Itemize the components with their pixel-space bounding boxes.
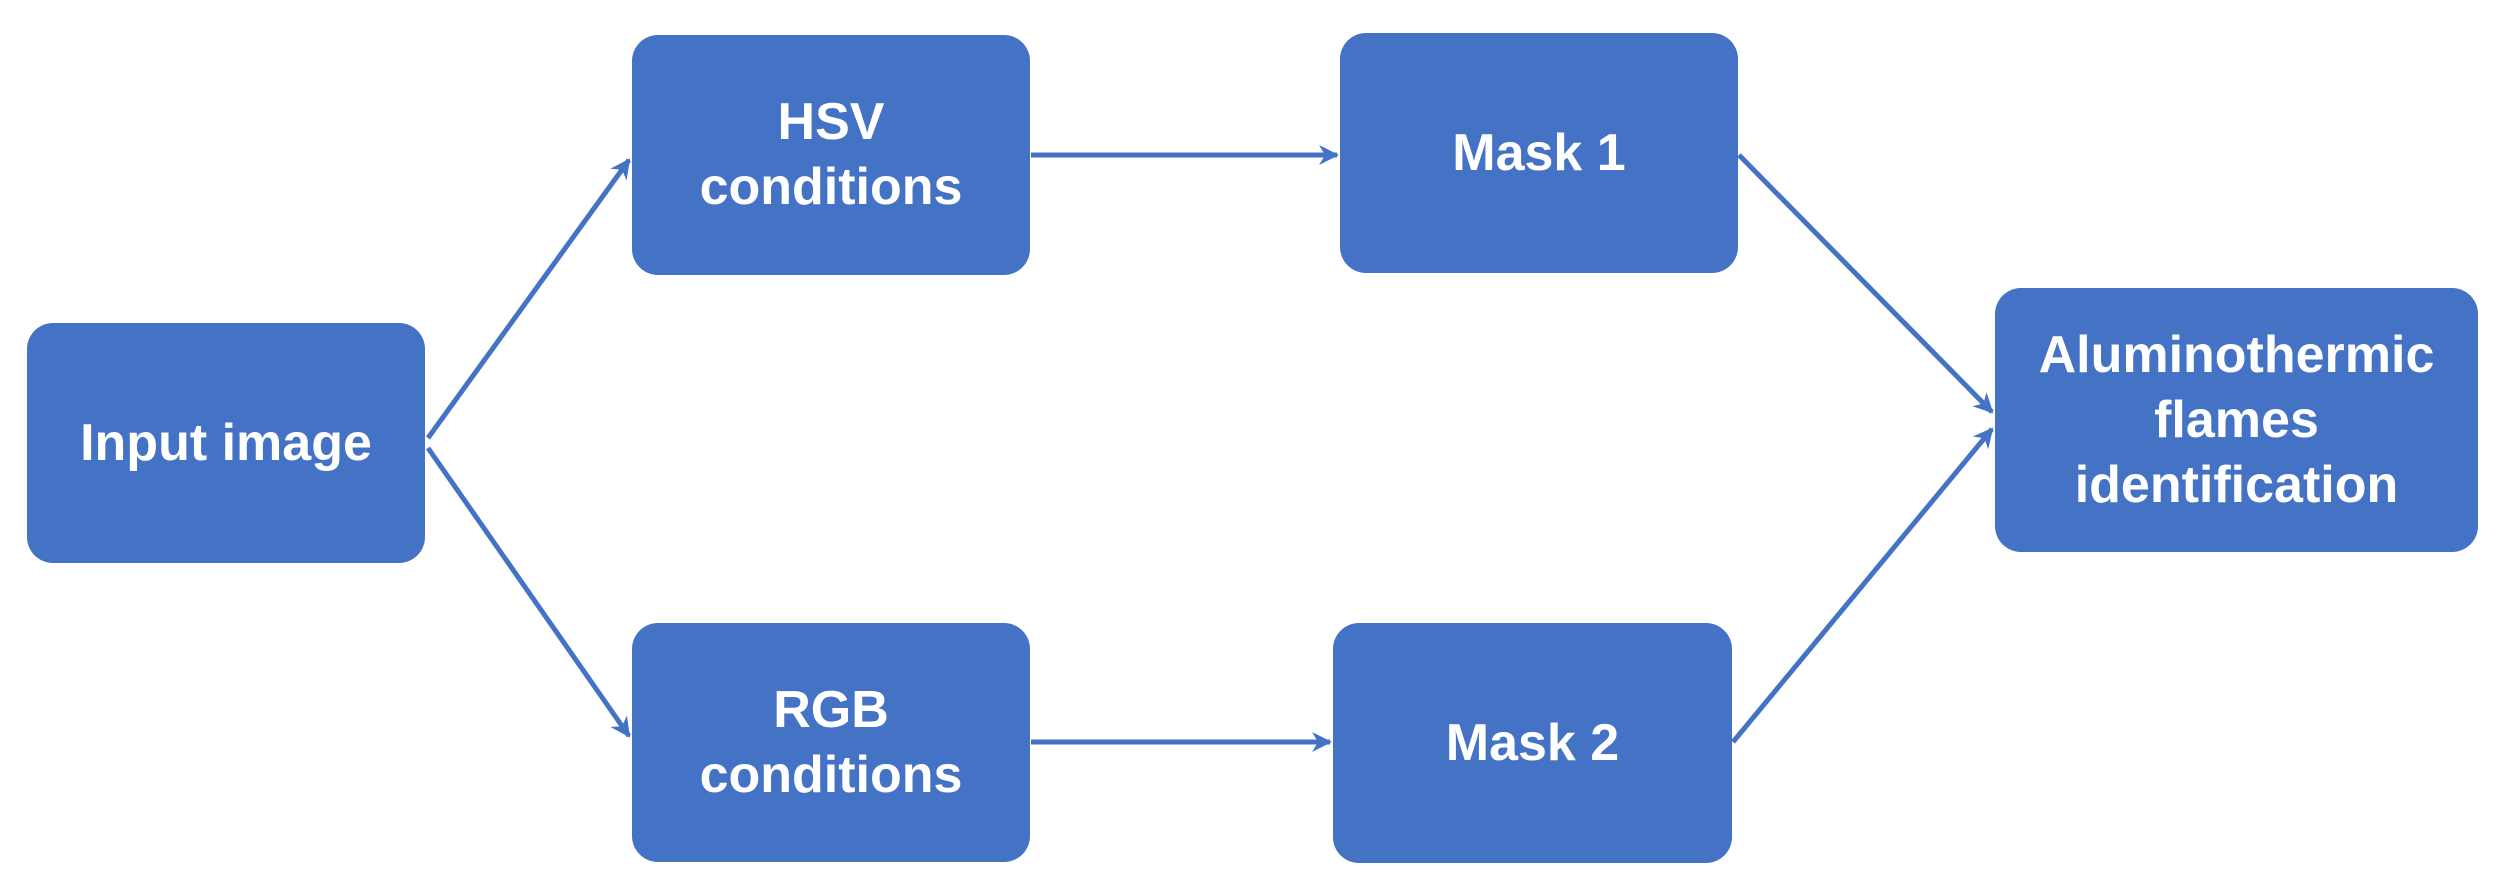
edge-mask2-to-output bbox=[1731, 427, 1994, 744]
node-input-image: Input image bbox=[27, 323, 425, 563]
node-mask-2: Mask 2 bbox=[1333, 623, 1732, 863]
edge-mask1-to-output bbox=[1737, 153, 1994, 414]
node-rgb-conditions-label: RGB conditions bbox=[699, 680, 963, 804]
node-hsv-conditions: HSV conditions bbox=[632, 35, 1030, 275]
edge-input-to-hsv bbox=[425, 158, 632, 440]
node-mask-1: Mask 1 bbox=[1340, 33, 1738, 273]
node-hsv-conditions-label: HSV conditions bbox=[699, 93, 963, 216]
node-rgb-conditions: RGB conditions bbox=[632, 623, 1030, 862]
node-mask-2-label: Mask 2 bbox=[1445, 713, 1620, 772]
node-mask-1-label: Mask 1 bbox=[1452, 123, 1626, 182]
node-output-label: Aluminothermic flames identification bbox=[2038, 325, 2435, 514]
edge-input-to-rgb bbox=[425, 446, 632, 738]
node-aluminothermic-flames-identification: Aluminothermic flames identification bbox=[1995, 288, 2478, 552]
node-input-image-label: Input image bbox=[80, 413, 372, 472]
